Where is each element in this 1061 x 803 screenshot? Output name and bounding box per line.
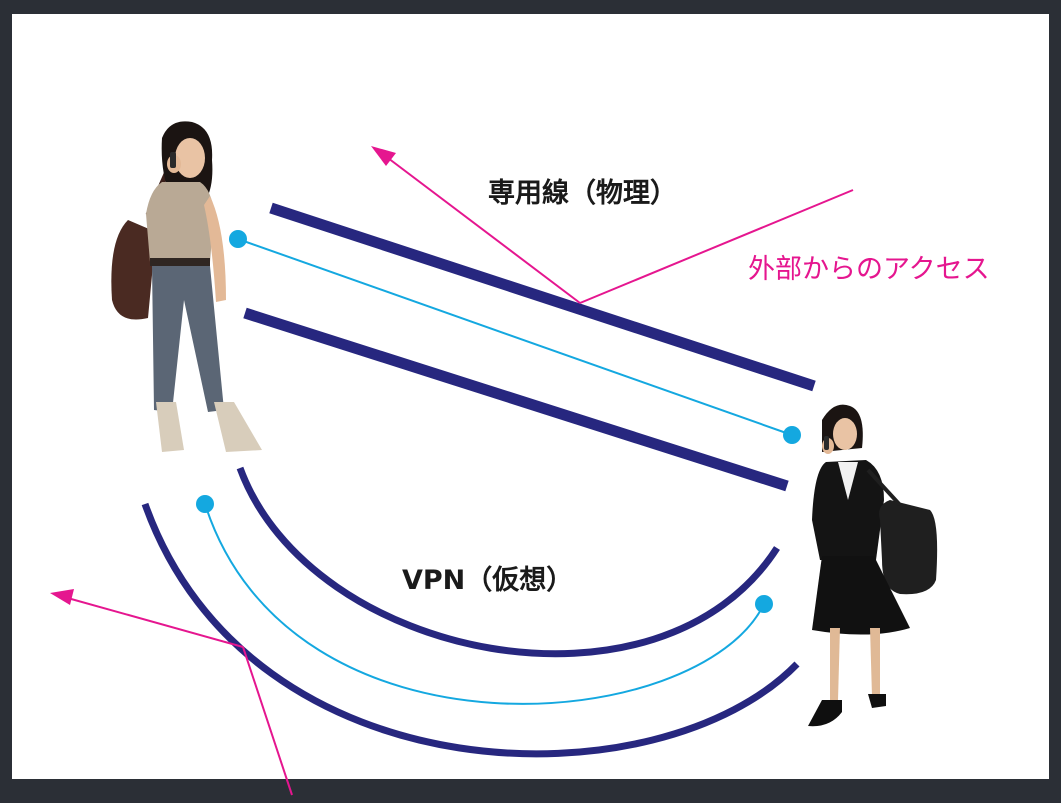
external-access-arrow-bottom-head — [50, 589, 74, 605]
leased-line-lower-pipe — [243, 307, 789, 492]
vpn-endpoint-right — [755, 595, 773, 613]
leased-line-upper-pipe — [269, 202, 816, 392]
external-access-label: 外部からのアクセス — [748, 254, 990, 285]
leased-line-connection — [237, 238, 793, 436]
external-access-arrow-top-shaft — [383, 154, 581, 304]
external-access-line-top — [579, 189, 854, 304]
vpn-connection — [204, 503, 765, 705]
external-access-arrow-bottom-shaft — [63, 596, 244, 648]
external-access-arrow-top-head — [371, 146, 396, 166]
external-access-line-bottom — [242, 646, 293, 796]
right-person-figure — [808, 404, 938, 727]
leased-line-label: 専用線（物理） — [488, 177, 677, 209]
leased-line-endpoint-right — [783, 426, 801, 444]
vpn-endpoint-left — [196, 495, 214, 513]
vpn-inner-pipe — [236, 466, 780, 658]
vpn-outer-pipe — [141, 502, 800, 758]
left-person-figure — [111, 121, 262, 452]
vpn-label: VPN（仮想） — [402, 565, 573, 596]
leased-line-endpoint-left — [229, 230, 247, 248]
